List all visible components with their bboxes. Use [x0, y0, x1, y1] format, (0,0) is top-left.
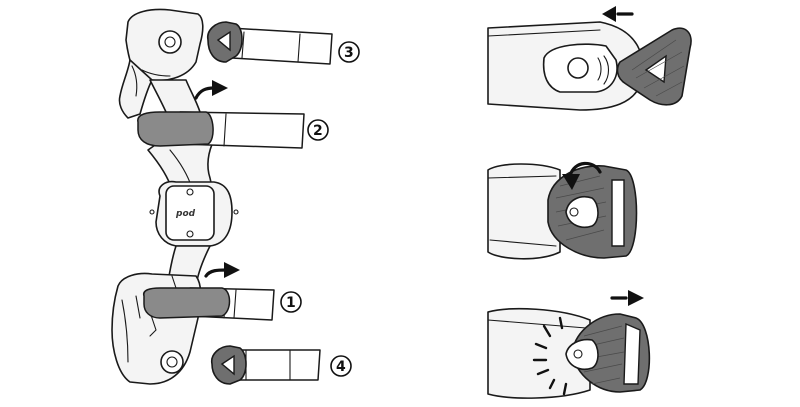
strap-1-tab	[142, 287, 231, 319]
lower-hinge	[160, 350, 184, 374]
callout-3: 3	[338, 41, 360, 63]
click-indicator	[532, 316, 568, 396]
svg-text:3: 3	[344, 45, 354, 61]
brand-mark: pod	[175, 209, 196, 219]
step-panel-attach	[487, 161, 638, 260]
strap-2-tab	[137, 111, 214, 147]
callout-1: 1	[280, 291, 302, 313]
strap-1	[142, 287, 275, 321]
svg-text:2: 2	[313, 123, 323, 139]
svg-text:1: 1	[286, 295, 296, 311]
svg-text:4: 4	[336, 359, 346, 375]
arrow-right-icon	[194, 80, 228, 100]
upper-shell-tail	[118, 59, 153, 119]
step-panel-detach	[487, 6, 692, 111]
curved-arrow-icon	[562, 161, 602, 190]
arrow-right-icon	[204, 262, 240, 278]
hinge-cover	[165, 185, 215, 241]
strap-3	[206, 21, 333, 65]
callout-2: 2	[307, 119, 329, 141]
arrow-left-icon	[602, 6, 634, 22]
strap-2	[137, 111, 305, 149]
strap-4	[210, 345, 321, 385]
callout-4: 4	[330, 355, 352, 377]
upper-hinge	[158, 30, 182, 54]
step-panel-release	[487, 290, 651, 399]
release-arrow-icon	[610, 290, 644, 306]
knee-brace: pod	[111, 8, 239, 385]
